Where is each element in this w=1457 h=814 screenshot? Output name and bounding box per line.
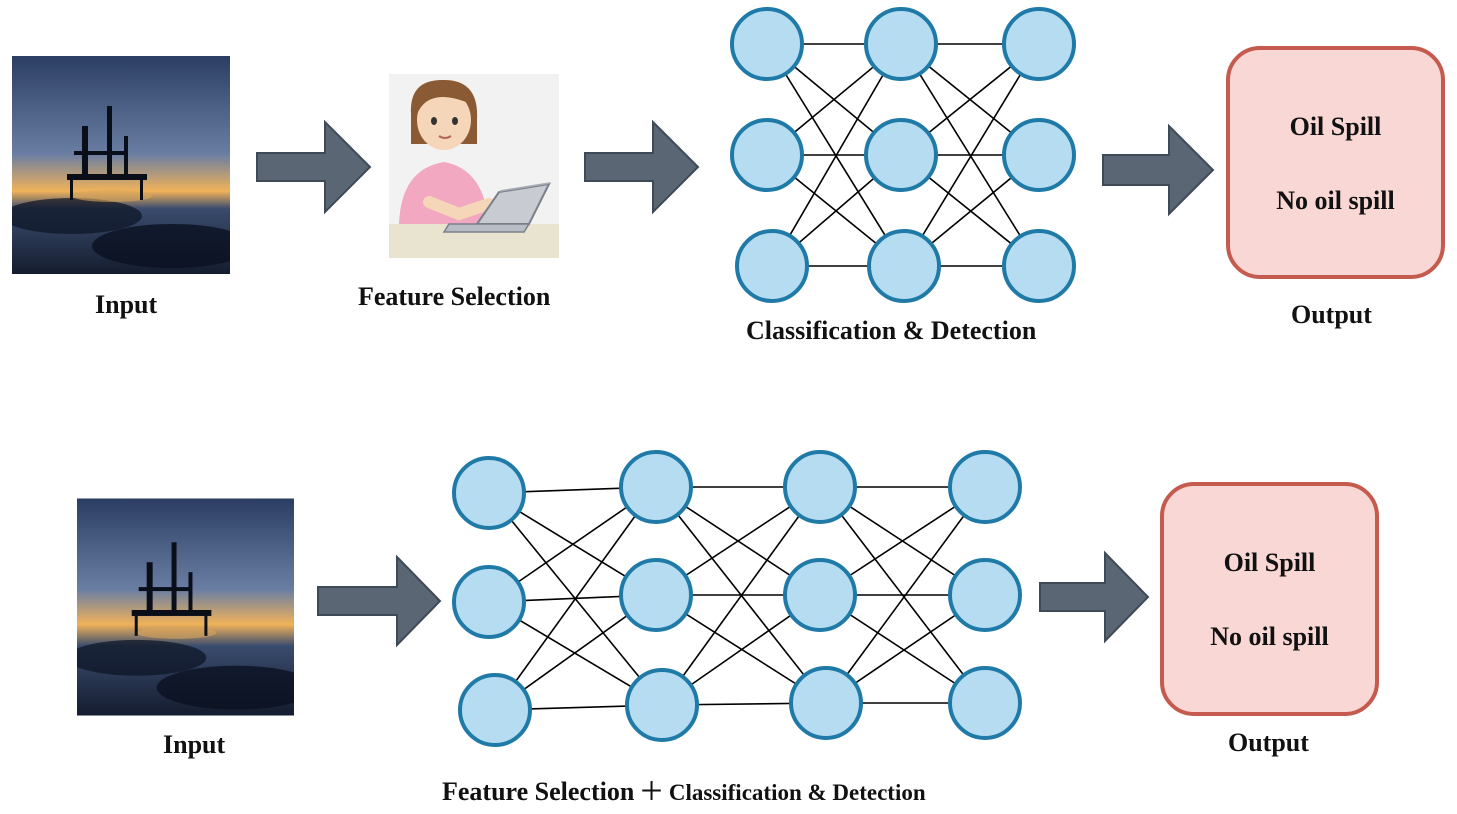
network-node [619,558,693,632]
output-class-no-oil-spill-top: No oil spill [1276,186,1395,215]
network-connection [825,486,986,704]
network-node [1002,118,1076,192]
network-node [948,666,1022,740]
network-connection [661,486,821,706]
classification-detection-label-top: Classification & Detection [746,316,1037,345]
network-node [619,450,693,524]
feature-selection-label-top: Feature Selection [358,282,551,311]
combined-network-label-bottom: Feature Selection+Classification & Detec… [442,767,926,814]
network-node [864,7,938,81]
network-connection [771,43,902,267]
right-arrow-icon [1039,550,1150,644]
plus-sign: + [640,768,663,813]
offshore-oil-platform-photo-icon [12,56,230,274]
network-node [458,673,532,747]
classification-detection-label-bottom: Classification & Detection [668,780,926,805]
input-image-top [12,56,230,274]
output-label-bottom: Output [1228,728,1309,757]
input-image-bottom [77,498,294,716]
output-box-top: Oil Spill No oil spill [1226,46,1445,279]
output-box-bottom: Oil Spill No oil spill [1160,482,1379,716]
network-node [452,456,526,530]
network-connection [903,43,1040,267]
input-label-bottom: Input [163,730,226,759]
network-node [730,118,804,192]
output-class-oil-spill-bottom: Oil Spill [1223,548,1316,577]
network-node [735,229,809,303]
input-label-top: Input [95,290,158,319]
network-node [867,229,941,303]
network-node [864,118,938,192]
right-arrow-icon [256,119,372,215]
network-node [783,450,857,524]
feature-selection-label-bottom: Feature Selection [442,777,635,806]
network-node [452,565,526,639]
network-node [1002,7,1076,81]
network-node [948,450,1022,524]
right-arrow-icon [317,554,442,648]
network-node [625,668,699,742]
network-node [789,666,863,740]
output-label-top: Output [1291,300,1372,329]
network-connection [494,486,657,711]
right-arrow-icon [584,119,700,215]
network-node [730,7,804,81]
person-with-laptop-icon [389,79,559,258]
network-node [948,558,1022,632]
feature-selection-illustration [389,74,559,258]
network-node [783,558,857,632]
network-node [1002,229,1076,303]
right-arrow-icon [1102,123,1215,217]
output-class-no-oil-spill-bottom: No oil spill [1210,622,1329,651]
output-class-oil-spill-top: Oil Spill [1289,112,1382,141]
offshore-oil-platform-photo-icon [77,498,294,716]
